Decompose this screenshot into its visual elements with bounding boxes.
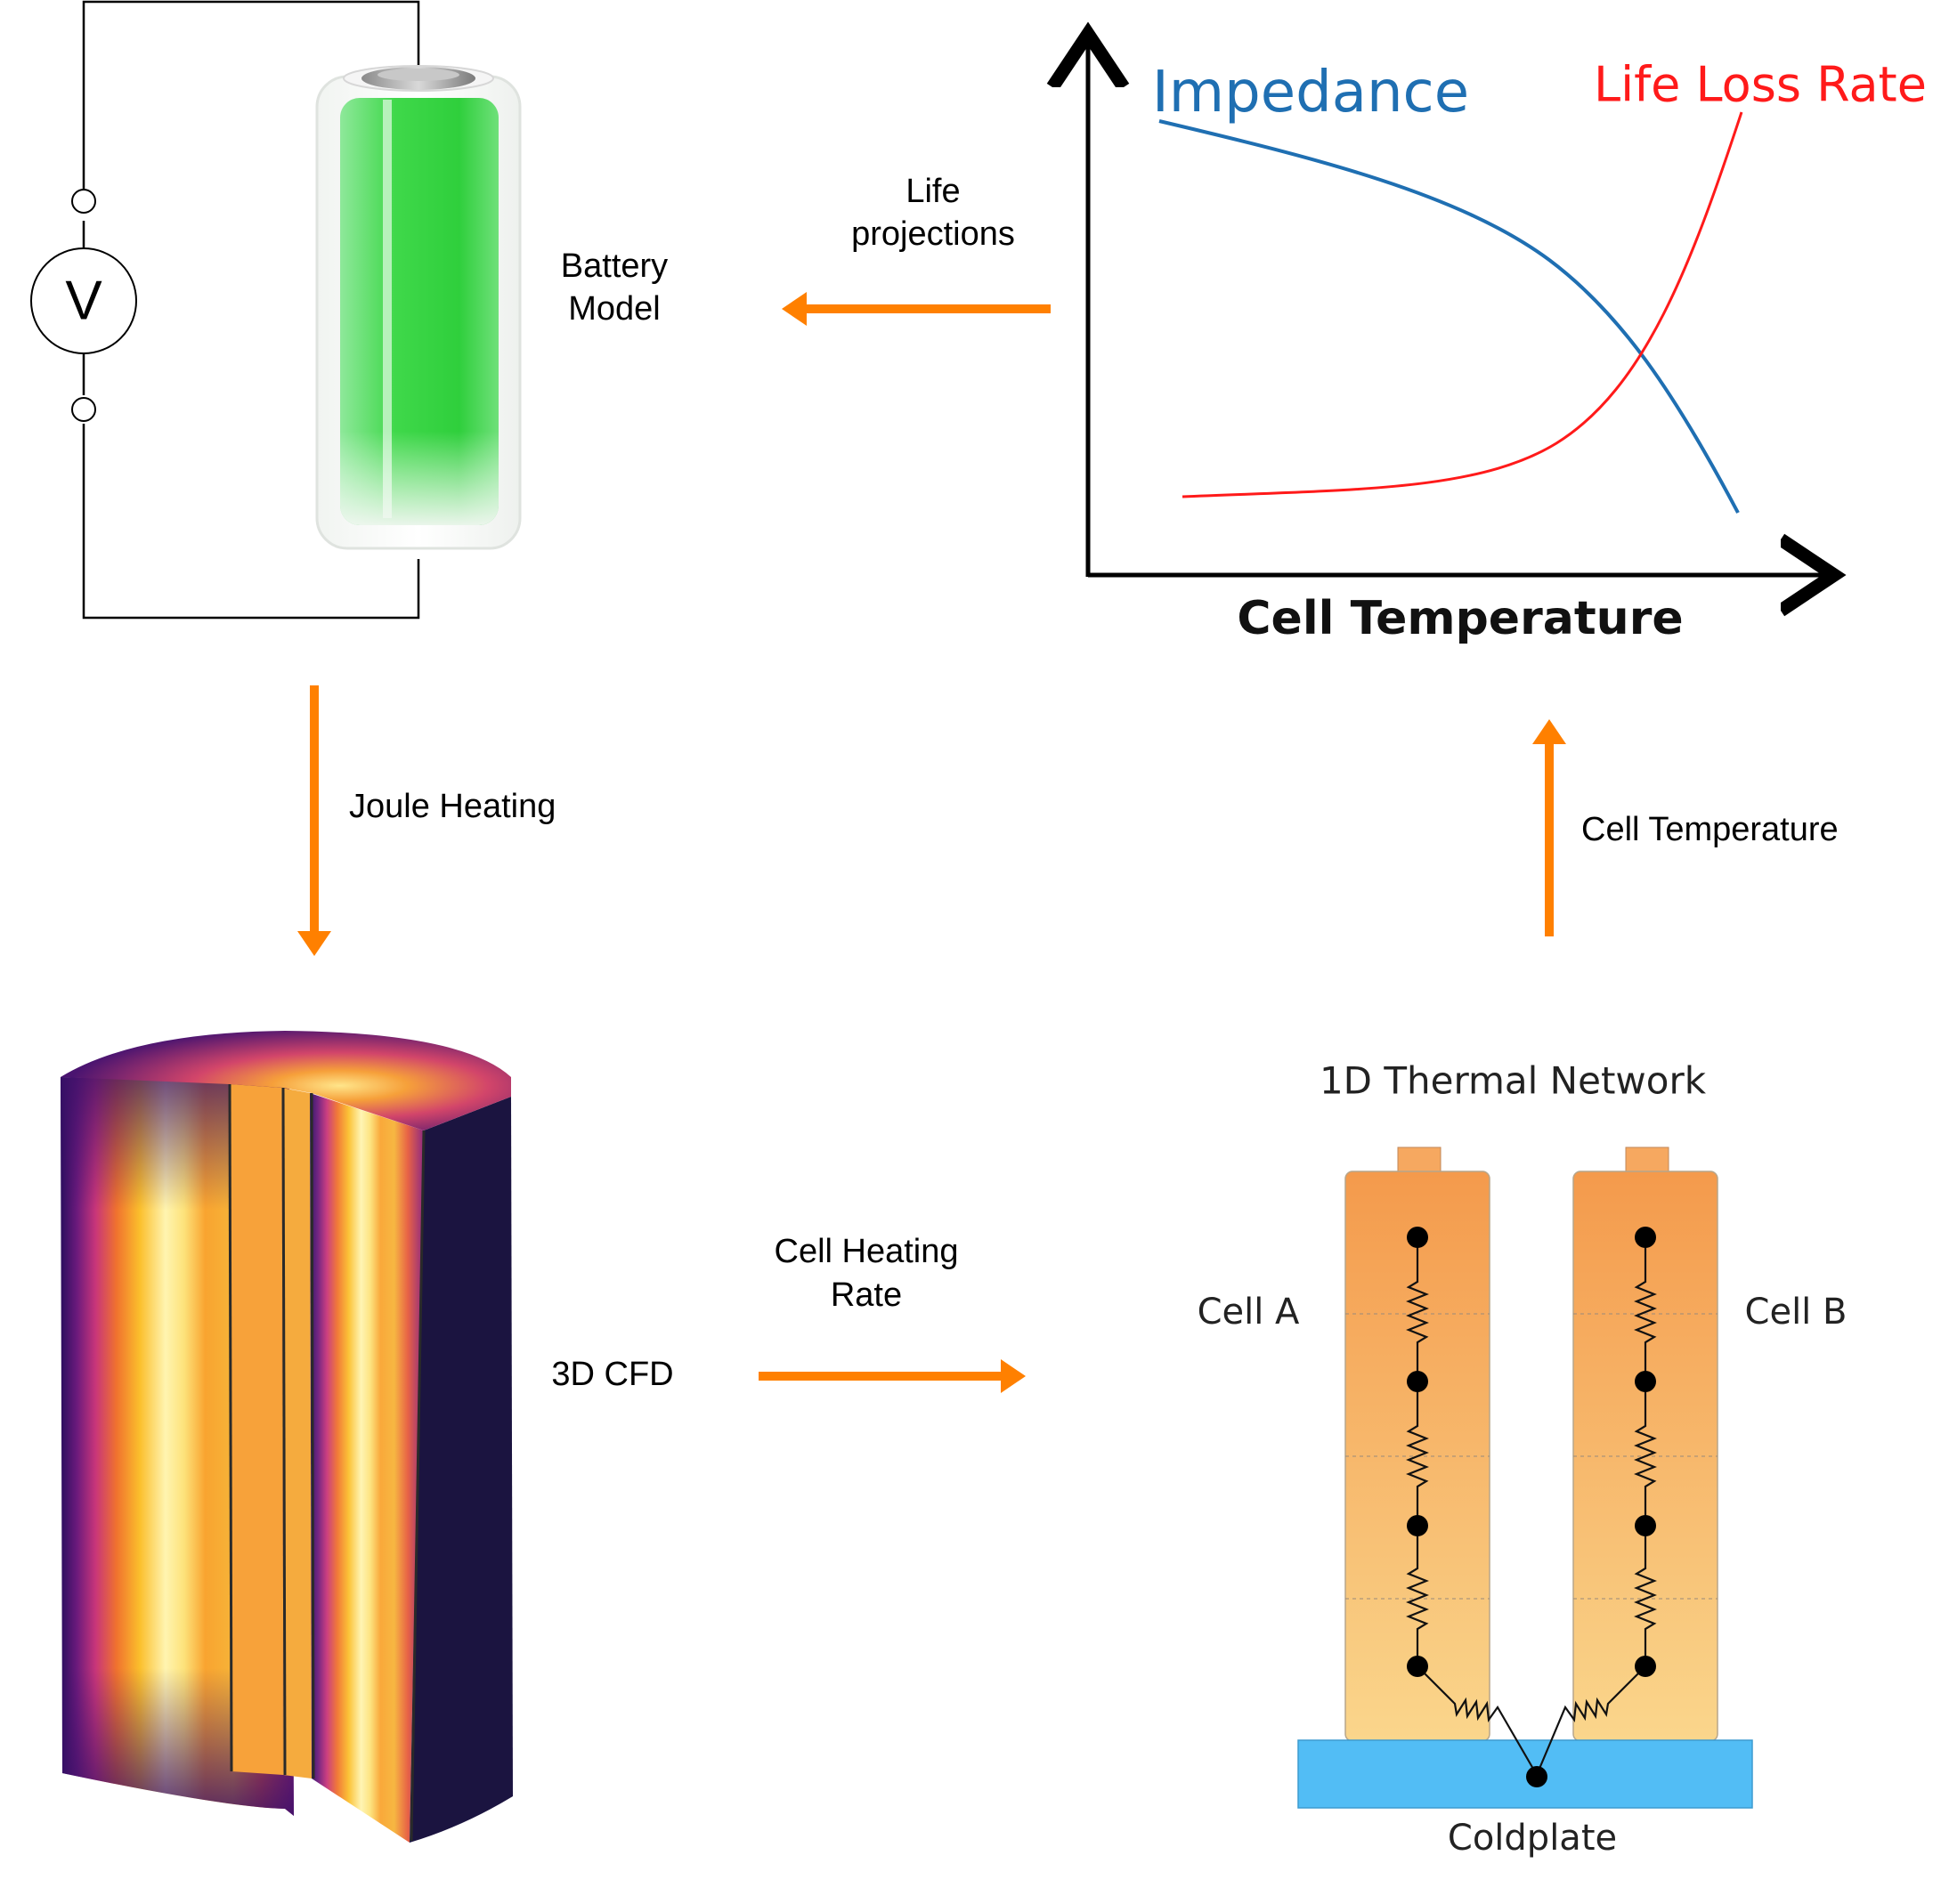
battery-model-label-line1: Battery bbox=[561, 247, 668, 285]
joule-heating-arrow: Joule Heating bbox=[297, 685, 556, 956]
thermal-resistor-network bbox=[1406, 1237, 1657, 1776]
cell-b-label: Cell B bbox=[1745, 1292, 1848, 1333]
life-loss-rate-label: Life Loss Rate bbox=[1594, 57, 1927, 113]
x-axis-label: Cell Temperature bbox=[1237, 592, 1683, 645]
battery-model-group: V Battery Model bbox=[30, 0, 668, 620]
cfd-cylinder-icon bbox=[61, 1031, 513, 1843]
terminal-bottom-icon bbox=[71, 397, 96, 422]
battery-model-label-line2: Model bbox=[568, 290, 661, 328]
life-projections-arrow: Life projections bbox=[782, 173, 1051, 326]
cell-heating-rate-label-line1: Cell Heating bbox=[775, 1233, 959, 1270]
life-projections-label-line2: projections bbox=[851, 215, 1015, 253]
impedance-label: Impedance bbox=[1152, 60, 1469, 126]
life-loss-rate-curve bbox=[1182, 111, 1743, 498]
cell-temperature-link-label: Cell Temperature bbox=[1581, 811, 1839, 848]
impedance-curve bbox=[1158, 119, 1740, 514]
cell-temperature-arrow: Cell Temperature bbox=[1532, 719, 1839, 936]
cfd-model-group: 3D CFD bbox=[61, 1031, 674, 1843]
voltmeter-symbol: V bbox=[65, 271, 102, 332]
circuit-wire bbox=[82, 0, 420, 620]
impedance-life-chart: Impedance Life Loss Rate Cell Temperatur… bbox=[1088, 43, 1927, 645]
life-projections-label-line1: Life bbox=[906, 173, 960, 210]
cell-heating-rate-arrow: Cell Heating Rate bbox=[759, 1233, 1026, 1393]
cfd-label: 3D CFD bbox=[551, 1356, 673, 1393]
coldplate-label: Coldplate bbox=[1448, 1818, 1617, 1859]
voltmeter-icon bbox=[30, 247, 137, 354]
thermal-nodes bbox=[1407, 1227, 1656, 1787]
thermal-network-title: 1D Thermal Network bbox=[1320, 1059, 1707, 1103]
terminal-top-icon bbox=[71, 189, 96, 214]
thermal-network-group: 1D Thermal Network bbox=[1198, 1059, 1848, 1859]
cell-a-label: Cell A bbox=[1198, 1292, 1300, 1333]
cell-heating-rate-label-line2: Rate bbox=[831, 1276, 902, 1314]
joule-heating-label: Joule Heating bbox=[349, 788, 556, 825]
coldplate-icon bbox=[1297, 1739, 1753, 1809]
battery-cell-icon bbox=[315, 65, 522, 550]
